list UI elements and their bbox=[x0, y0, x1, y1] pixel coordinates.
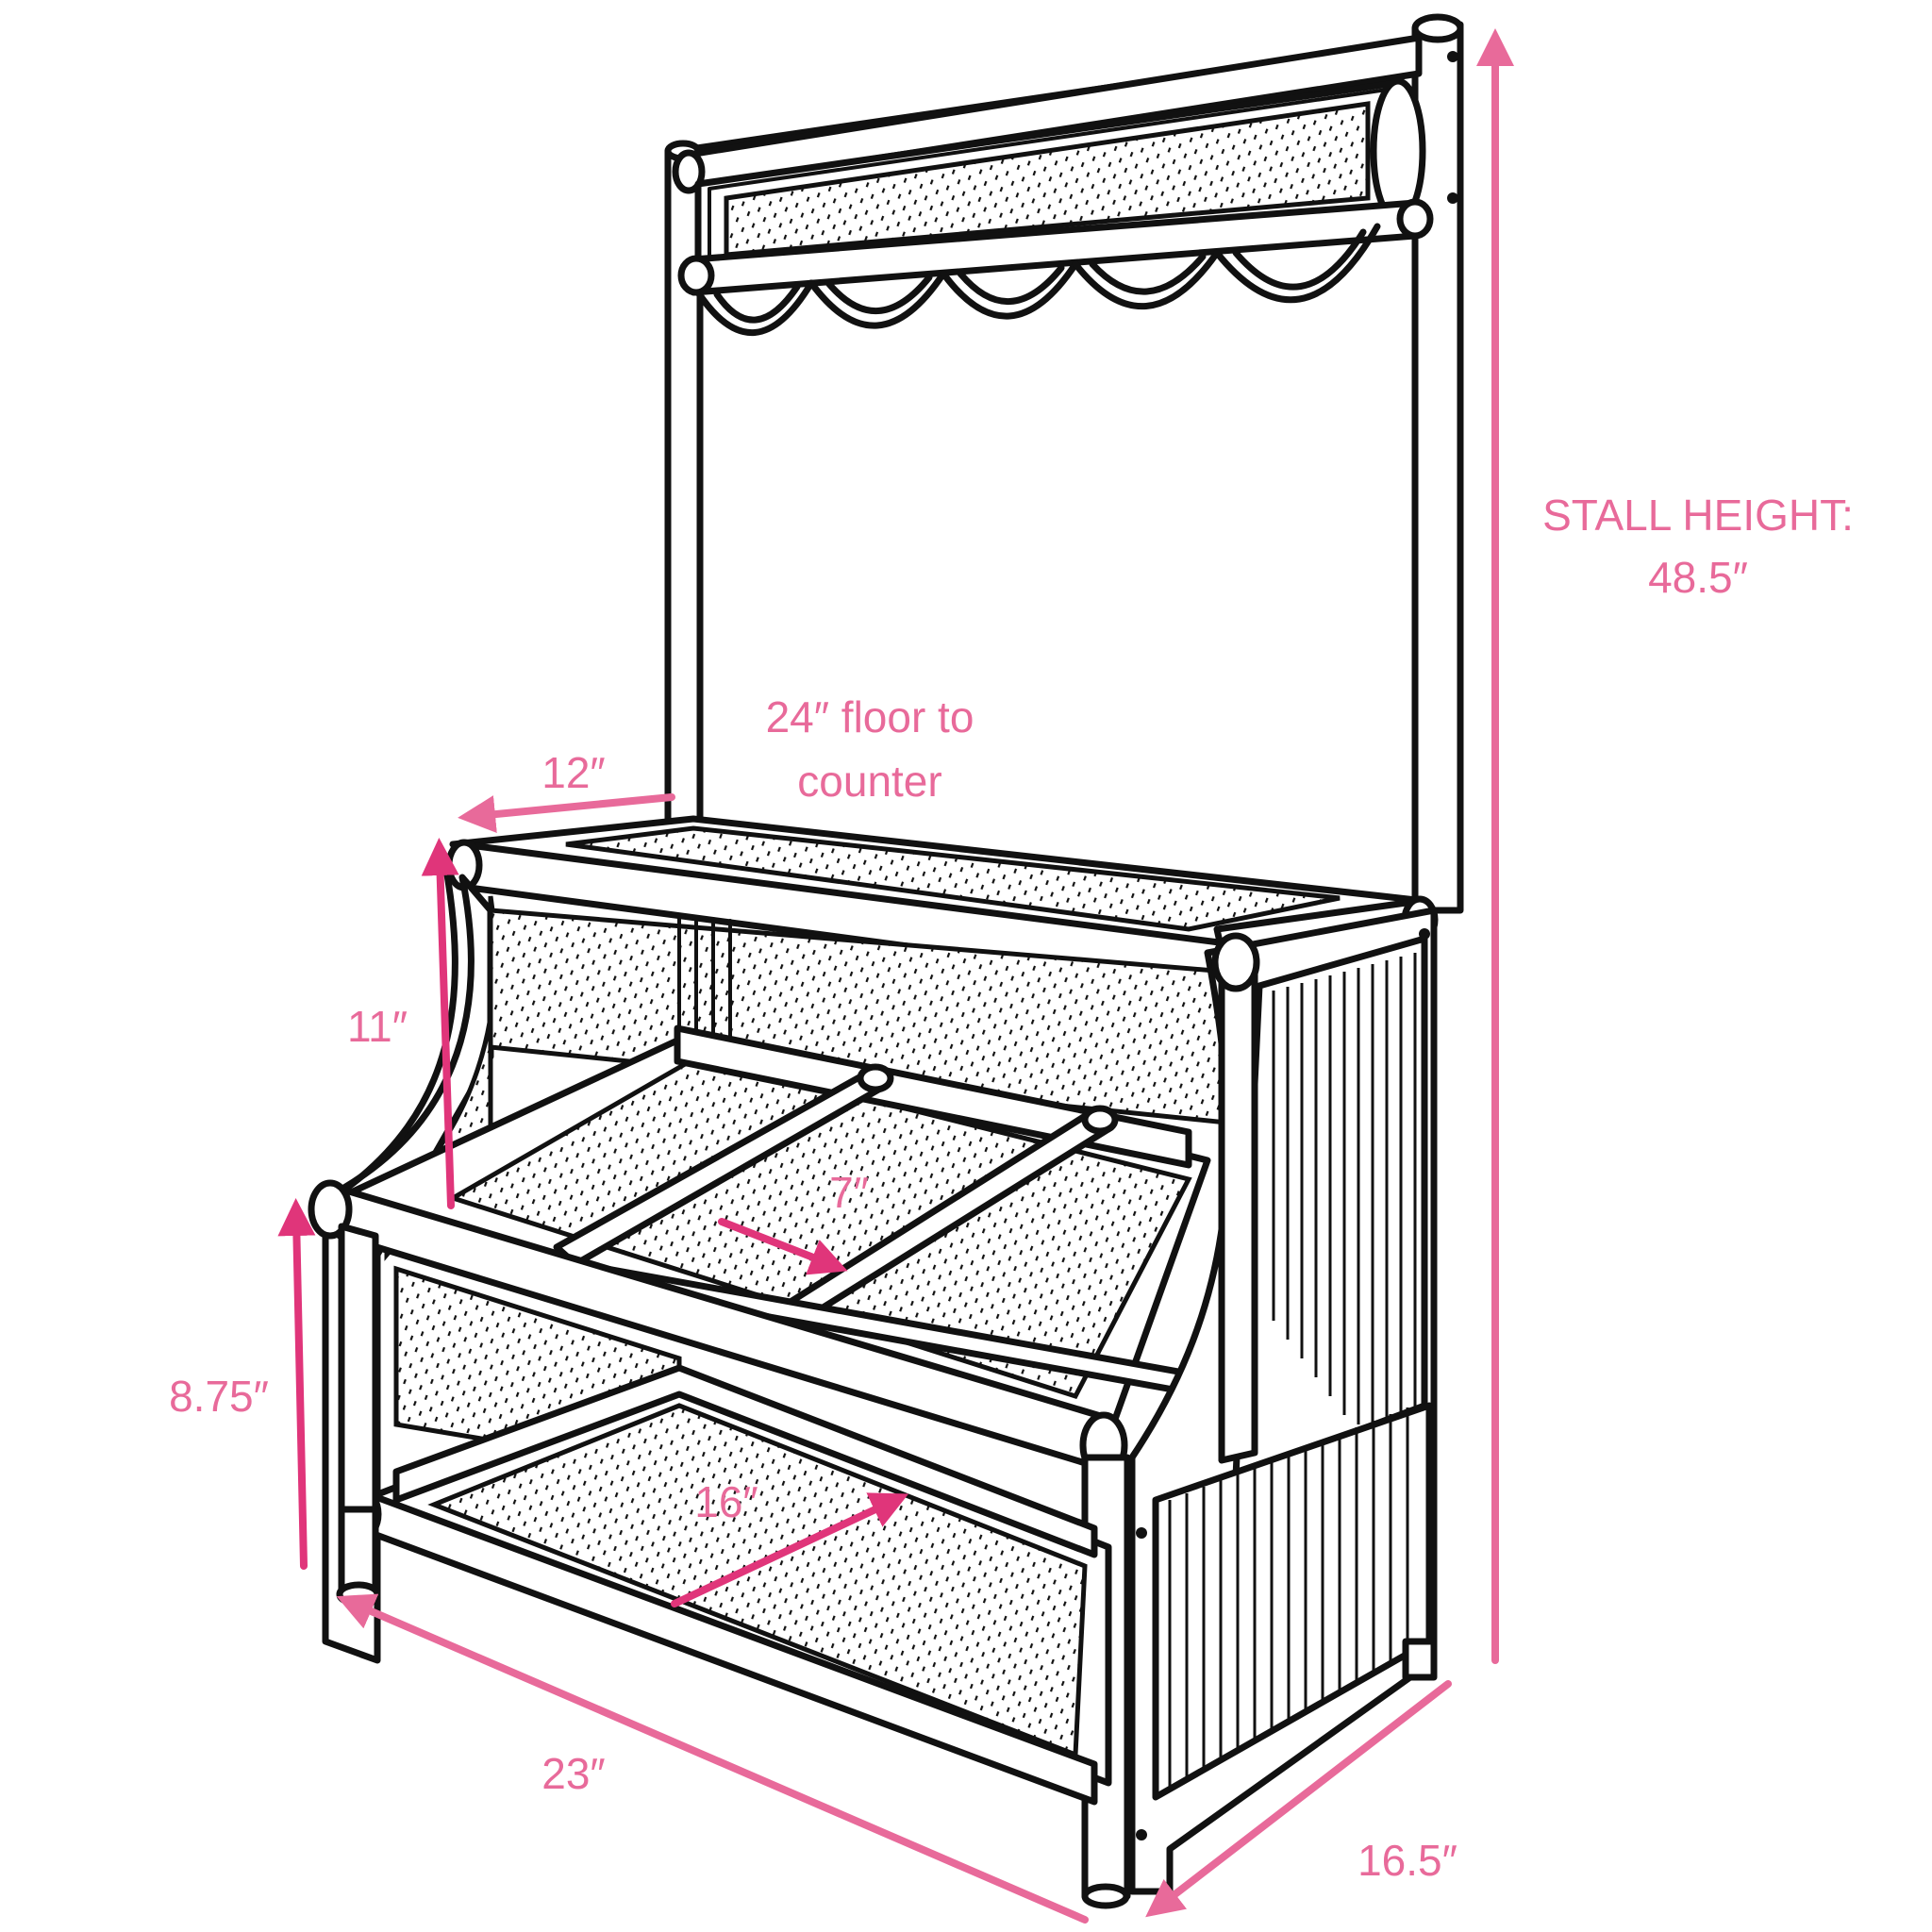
stall-illustration bbox=[308, 13, 1464, 1909]
dimensions: STALL HEIGHT: 48.5″ 24″ floor to counter… bbox=[169, 28, 1854, 1924]
slats-upper bbox=[1272, 953, 1417, 1424]
base-depth-arrow bbox=[1145, 1680, 1452, 1918]
base-width-arrow bbox=[336, 1593, 1089, 1924]
bottom-depth-arrow bbox=[671, 1492, 909, 1607]
counter-depth-label: 12″ bbox=[541, 748, 605, 797]
bottom-height-arrow bbox=[277, 1198, 316, 1570]
base-width-label: 23″ bbox=[541, 1749, 605, 1798]
counter-height-line1: 24″ floor to bbox=[766, 692, 974, 741]
base-depth-label: 16.5″ bbox=[1357, 1836, 1457, 1885]
stall-height-title: STALL HEIGHT: bbox=[1542, 491, 1854, 540]
step-height-arrow bbox=[421, 838, 459, 1209]
compartment-width-label: 7″ bbox=[829, 1168, 869, 1217]
compartment-width-arrow bbox=[718, 1218, 848, 1275]
counter-shelf bbox=[445, 815, 1439, 992]
counter-depth-arrow bbox=[458, 793, 675, 833]
bottom-height-label: 8.75″ bbox=[169, 1372, 269, 1421]
sign-board bbox=[677, 77, 1434, 296]
step-height-label: 11″ bbox=[347, 1002, 408, 1051]
stall-height-value: 48.5″ bbox=[1648, 553, 1748, 602]
counter-height-line2: counter bbox=[797, 757, 941, 806]
bottom-shelf bbox=[336, 1223, 1112, 1806]
scalloped-valance bbox=[694, 223, 1381, 336]
slats-lower bbox=[1168, 1407, 1409, 1788]
middle-step-shelf bbox=[308, 1024, 1240, 1479]
right-side-panel bbox=[1081, 907, 1438, 1909]
bottom-depth-label: 16″ bbox=[694, 1477, 758, 1526]
